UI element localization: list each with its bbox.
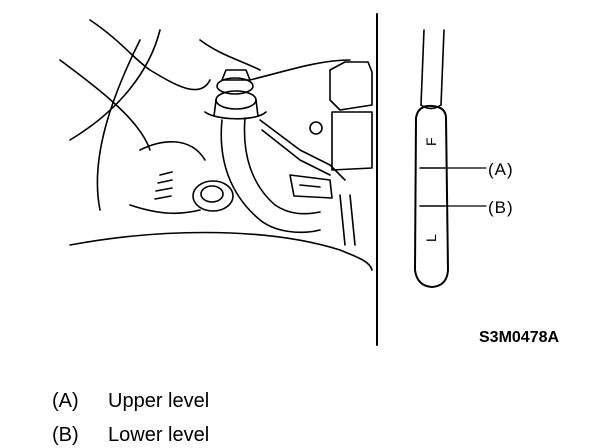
legend-item-upper: (A) Upper level: [52, 389, 209, 413]
engine-bay-illustration: [59, 19, 373, 271]
gauge-mark-full: F: [423, 137, 439, 146]
dipstick-illustration: [414, 29, 487, 288]
figure-id: S3M0478A: [479, 329, 559, 346]
legend-text: Lower level: [108, 424, 210, 446]
legend-key: (B): [52, 424, 79, 446]
callout-b-label: (B): [488, 198, 514, 217]
legend-text: Upper level: [108, 390, 210, 412]
callout-a-label: (A): [488, 160, 514, 179]
legend-key: (A): [52, 390, 79, 412]
gauge-mark-low: L: [423, 234, 439, 242]
legend-item-lower: (B) Lower level: [52, 423, 209, 447]
